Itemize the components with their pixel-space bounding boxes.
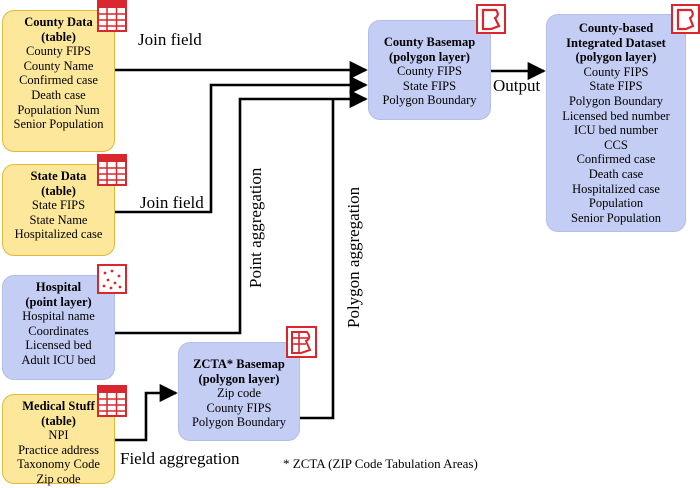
zcta-basemap-field: Zip code: [216, 386, 262, 401]
hospital-field: Hospital name: [22, 309, 95, 324]
medical-stuff-field: Practice address: [18, 442, 99, 457]
county-data-node: County Data (table) County FIPS County N…: [2, 10, 115, 152]
output-label: Output: [493, 76, 541, 95]
integrated-title-3: (polygon layer): [575, 50, 657, 65]
hospital-field: Licensed bed: [25, 338, 92, 353]
polygon-layer-icon: [671, 4, 700, 34]
county-data-title-2: (table): [41, 29, 76, 44]
zcta-basemap-title-1: ZCTA* Basemap: [193, 357, 285, 371]
county-data-field: County FIPS: [26, 44, 91, 59]
edge-medical-to-zcta: [115, 383, 178, 442]
county-basemap-title-1: County Basemap: [383, 35, 476, 49]
table-icon: [97, 154, 127, 186]
county-basemap-field: Polygon Boundary: [382, 93, 477, 108]
zcta-basemap-title-2: (polygon layer): [198, 371, 280, 386]
state-data-field: State Name: [29, 212, 88, 227]
polygon-aggregation-label: Polygon aggregation: [344, 186, 363, 328]
county-basemap-field: State FIPS: [402, 78, 457, 93]
integrated-field: State FIPS: [589, 79, 643, 94]
join-field-label-mid: Join field: [140, 193, 204, 212]
field-aggregation-label: Field aggregation: [120, 449, 240, 468]
medical-stuff-field: NPI: [48, 428, 69, 443]
hospital-node: Hospital (point layer) Hospital name Coo…: [2, 275, 115, 380]
county-basemap-node: County Basemap (polygon layer) County FI…: [368, 20, 491, 120]
table-icon: [97, 0, 127, 32]
polygon-stack-icon: [286, 326, 317, 358]
point-layer-icon: [97, 264, 127, 294]
county-data-field: County Name: [23, 58, 94, 73]
hospital-field: Adult ICU bed: [21, 352, 96, 367]
table-icon: [97, 385, 127, 417]
integrated-field: ICU bed number: [573, 123, 658, 138]
medical-stuff-title-1: Medical Stuff: [22, 399, 95, 413]
point-aggregation-label: Point aggregation: [246, 167, 265, 288]
state-data-field: Hospitalized case: [14, 227, 103, 242]
integrated-title-2: Integrated Dataset: [566, 35, 666, 50]
edge-zcta-to-basemap: [300, 99, 335, 420]
integrated-field: Death case: [588, 166, 644, 181]
integrated-dataset-node: County-based Integrated Dataset (polygon…: [546, 14, 686, 232]
edge-state-data-to-basemap: [115, 75, 368, 214]
integrated-field: Hospitalized case: [572, 181, 660, 196]
hospital-title-2: (point layer): [25, 294, 92, 309]
edge-hospital-to-basemap: [115, 89, 368, 335]
county-basemap-title-2: (polygon layer): [389, 49, 470, 64]
hospital-title-1: Hospital: [35, 280, 82, 294]
integrated-field: Licensed bed number: [562, 108, 670, 123]
integrated-field: Polygon Boundary: [568, 93, 664, 108]
integrated-field: CCS: [604, 137, 628, 152]
state-data-field: State FIPS: [31, 198, 86, 213]
polygon-layer-icon: [476, 4, 506, 34]
integrated-field: Confirmed case: [576, 152, 656, 167]
integrated-title-1: County-based: [578, 21, 654, 35]
zcta-basemap-field: Polygon Boundary: [191, 415, 287, 430]
medical-stuff-title-2: (table): [41, 413, 76, 428]
integrated-field: Senior Population: [571, 210, 661, 225]
county-data-field: Population Num: [17, 102, 100, 117]
county-data-field: Death case: [31, 87, 86, 102]
zcta-basemap-field: County FIPS: [206, 400, 272, 415]
county-data-field: Senior Population: [13, 117, 104, 132]
hospital-field: Coordinates: [28, 323, 89, 338]
medical-stuff-node: Medical Stuff (table) NPI Practice addre…: [2, 394, 115, 486]
county-data-field: Confirmed case: [19, 73, 98, 88]
join-field-label-top: Join field: [138, 30, 202, 49]
footnote: * ZCTA (ZIP Code Tabulation Areas): [283, 456, 478, 471]
state-data-node: State Data (table) State FIPS State Name…: [2, 164, 115, 256]
county-data-title-1: County Data: [24, 15, 93, 29]
medical-stuff-field: Taxonomy Code: [17, 457, 100, 472]
county-basemap-field: County FIPS: [397, 64, 462, 79]
state-data-title-2: (table): [41, 183, 76, 198]
integrated-field: County FIPS: [583, 64, 649, 79]
integrated-field: Population: [588, 196, 644, 211]
medical-stuff-field: Zip code: [36, 471, 81, 486]
zcta-basemap-node: ZCTA* Basemap (polygon layer) Zip code C…: [178, 342, 300, 441]
state-data-title-1: State Data: [30, 169, 87, 183]
